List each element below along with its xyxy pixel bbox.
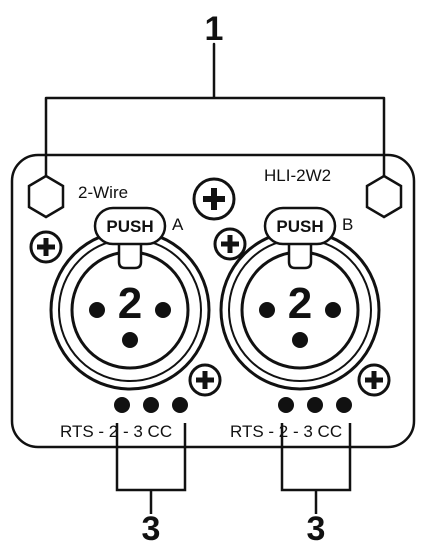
callout-3-left-label: 3 [142, 510, 161, 546]
pin-left [259, 302, 275, 318]
indicator-dot-icon [172, 397, 188, 413]
indicator-dot-icon [278, 397, 294, 413]
channel-label-b: B [342, 215, 353, 234]
screw-left-bottom [188, 363, 222, 397]
screw-cross-icon [203, 188, 225, 210]
push-label: PUSH [106, 217, 153, 236]
pinout-label-b: RTS - 2 - 3 CC [230, 422, 342, 441]
hex-nut-icon [27, 174, 65, 219]
model-label: HLI-2W2 [264, 166, 331, 185]
screw-cross-icon [221, 235, 239, 253]
latch-tab [287, 245, 313, 270]
pin-right [325, 302, 341, 318]
xlr-connector-icon: PUSH B 2 [219, 206, 381, 391]
hex-nut-icon [365, 174, 403, 219]
indicator-dot-icon [307, 397, 323, 413]
indicator-dot-icon [114, 397, 130, 413]
push-label: PUSH [276, 217, 323, 236]
indicator-dot-icon [336, 397, 352, 413]
callout-1-label: 1 [205, 10, 224, 48]
callout-1-leader [44, 42, 386, 180]
screw-middle [213, 227, 247, 261]
callout-3-left-leader [115, 423, 187, 514]
pin-number-label: 2 [118, 279, 142, 328]
pin-number-label: 2 [288, 279, 312, 328]
pin-bottom [292, 332, 308, 348]
latch-tab [117, 245, 143, 270]
xlr-connector-icon: PUSH A 2 [49, 206, 211, 391]
indicator-dots-b [278, 397, 352, 413]
channel-label-a: A [172, 215, 184, 234]
callout-3-right-leader [280, 423, 352, 514]
pin-left [89, 302, 105, 318]
indicator-dots-a [114, 397, 188, 413]
panel-outline [10, 153, 416, 449]
screw-right-bottom [357, 363, 391, 397]
indicator-dot-icon [143, 397, 159, 413]
mode-label: 2-Wire [78, 183, 128, 202]
screw-cross-icon [196, 371, 214, 389]
screw-cross-icon [365, 371, 383, 389]
screw-left-top [29, 230, 63, 264]
pin-bottom [122, 332, 138, 348]
push-button[interactable] [263, 206, 337, 246]
push-button[interactable] [93, 206, 167, 246]
screw-top-center [192, 177, 236, 221]
pin-right [155, 302, 171, 318]
callout-3-right-label: 3 [307, 510, 326, 546]
screw-cross-icon [37, 238, 55, 256]
